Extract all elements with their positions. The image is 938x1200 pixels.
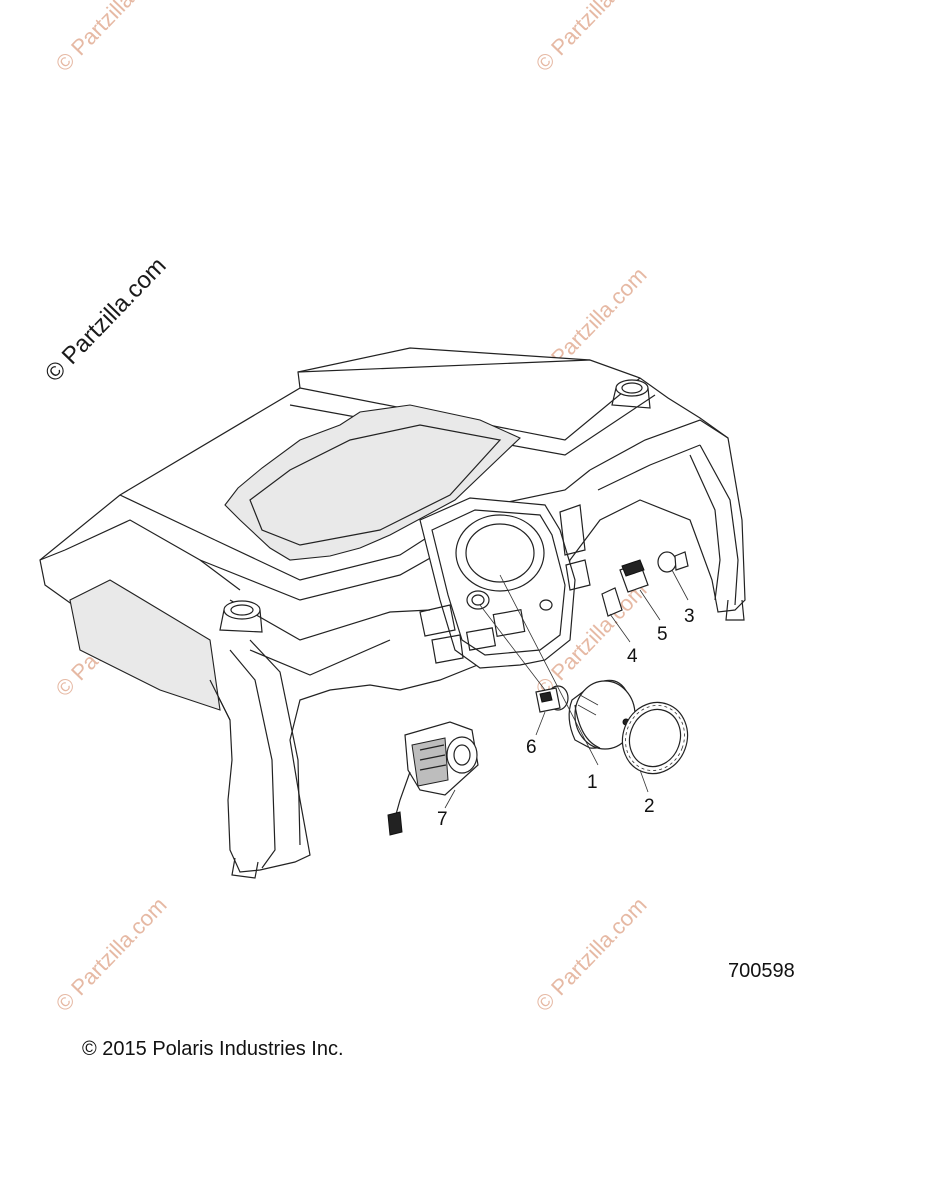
callout-7: 7 [437,809,448,830]
leader-line-4 [609,613,631,643]
callout-2: 2 [644,796,655,817]
drawing-number: 700598 [728,960,795,982]
copyright-notice: © 2015 Polaris Industries Inc. [82,1038,344,1060]
leader-line-6 [535,711,546,736]
leader-line-5 [639,589,661,621]
callout-4: 4 [627,646,638,667]
callout-1: 1 [587,772,598,793]
bezel-ring [621,701,689,775]
callout-5: 5 [657,624,668,645]
leader-lines [444,569,689,809]
leader-line-2 [639,769,649,793]
switch-cap [601,587,623,617]
leader-line-1 [499,574,599,766]
leader-line-3 [671,569,689,601]
gauge [568,679,636,750]
power-outlet [535,685,569,713]
ignition-switch [387,721,479,836]
leader-line-6a [479,604,546,691]
leader-line-7 [444,789,456,809]
dash-panel [39,347,746,879]
callout-6: 6 [526,737,537,758]
rocker-switch [619,559,649,593]
bulb [657,551,689,573]
callout-3: 3 [684,606,695,627]
